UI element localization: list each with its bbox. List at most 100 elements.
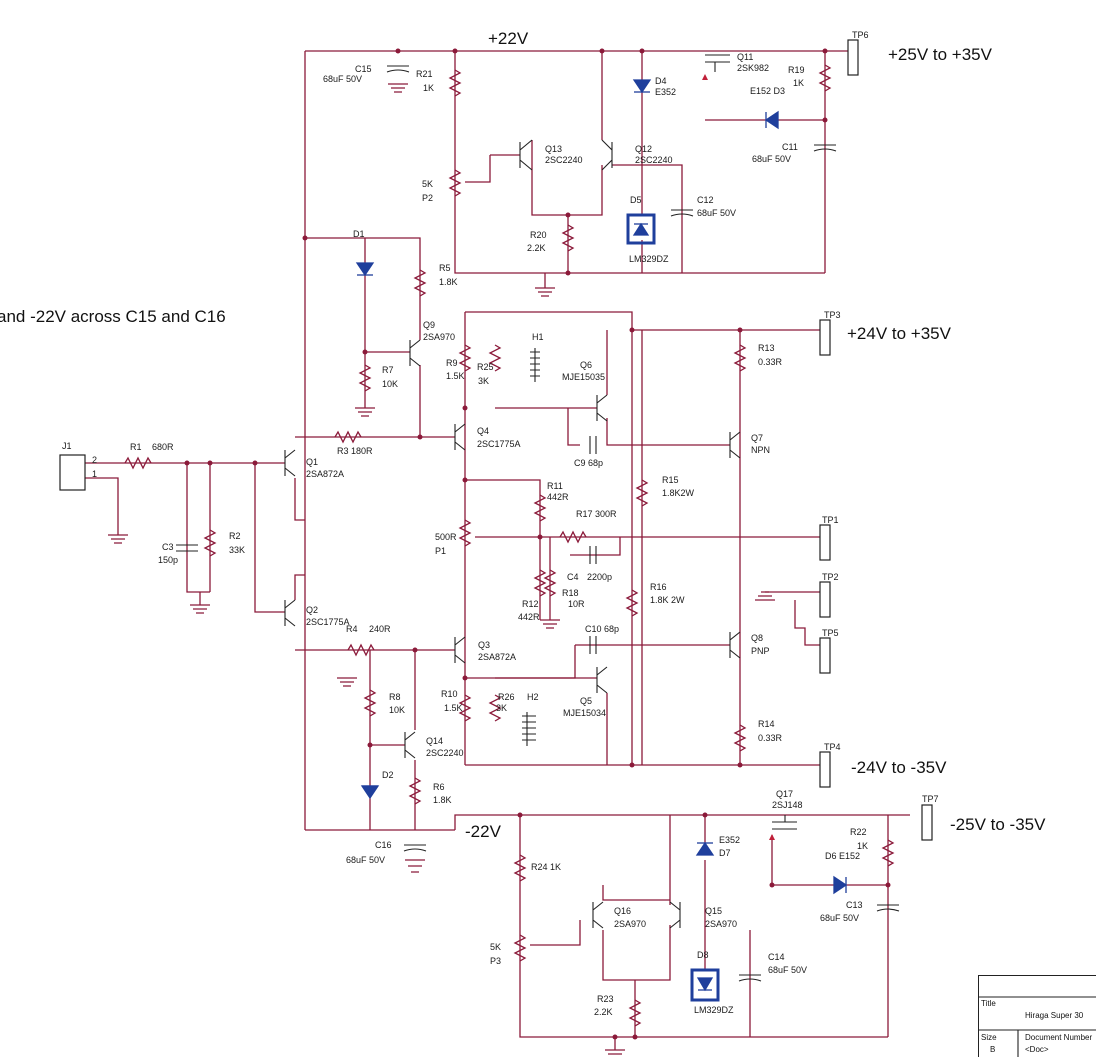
rail-labels: +22V -22V +25V to +35V +24V to +35V -24V… bbox=[0, 29, 1046, 841]
label-r22-value: 1K bbox=[857, 841, 868, 851]
label-d2: D2 bbox=[382, 770, 394, 780]
label-r21: R21 bbox=[416, 69, 433, 79]
part-labels: C15 68uF 50V R21 1K D4 E352 Q11 2SK982 R… bbox=[130, 52, 868, 1017]
r11-symbol bbox=[533, 494, 547, 522]
label-r13: R13 bbox=[758, 343, 775, 353]
resistors bbox=[124, 64, 895, 1027]
label-r5: R5 bbox=[439, 263, 451, 273]
q14-symbol bbox=[404, 731, 416, 759]
tp7-label: TP7 bbox=[922, 794, 939, 804]
d8-symbol bbox=[690, 968, 720, 1002]
label-q1: Q1 bbox=[306, 457, 318, 467]
q6-symbol bbox=[596, 394, 608, 422]
label-r18-value: 10R bbox=[568, 599, 585, 609]
label-c16-value: 68uF 50V bbox=[346, 855, 385, 865]
tp3-label: TP3 bbox=[824, 310, 841, 320]
title-value: Hiraga Super 30 bbox=[1025, 1011, 1084, 1020]
testpoint-labels: TP6 TP3 TP1 TP2 TP5 TP4 TP7 J1 2 1 bbox=[62, 30, 939, 804]
label-r2: R2 bbox=[229, 531, 241, 541]
r12-symbol bbox=[533, 569, 547, 597]
q1-symbol bbox=[284, 449, 296, 477]
label-r2-value: 33K bbox=[229, 545, 245, 555]
capacitors bbox=[176, 65, 900, 982]
q7-symbol bbox=[729, 431, 741, 459]
label-q5-value: MJE15034 bbox=[563, 708, 606, 718]
tp4-range: -24V to -35V bbox=[851, 758, 947, 777]
label-r7: R7 bbox=[382, 365, 394, 375]
q8-symbol bbox=[729, 631, 741, 659]
label-q4-value: 2SC1775A bbox=[477, 439, 521, 449]
label-r11: R11 bbox=[547, 481, 563, 491]
label-q3: Q3 bbox=[478, 640, 490, 650]
label-c15-value: 68uF 50V bbox=[323, 74, 362, 84]
label-q13-value: 2SC2240 bbox=[545, 155, 583, 165]
label-r9-value: 1.5K bbox=[446, 371, 465, 381]
r2-symbol bbox=[203, 529, 217, 557]
label-r14: R14 bbox=[758, 719, 775, 729]
c15-symbol bbox=[386, 65, 410, 73]
tp5-box bbox=[819, 637, 831, 674]
c10-symbol bbox=[589, 636, 597, 654]
label-r10: R10 bbox=[441, 689, 458, 699]
connector-j1 bbox=[59, 454, 86, 491]
label-c3: C3 bbox=[162, 542, 174, 552]
c3-symbol bbox=[176, 544, 198, 552]
label-r15: R15 bbox=[662, 475, 679, 485]
label-r4: R4 bbox=[346, 624, 358, 634]
wires bbox=[85, 50, 910, 1050]
label-q13: Q13 bbox=[545, 144, 562, 154]
q16-symbol bbox=[592, 901, 604, 929]
label-c10: C10 68p bbox=[585, 624, 619, 634]
r25-symbol bbox=[488, 344, 502, 372]
label-r23-value: 2.2K bbox=[594, 1007, 613, 1017]
label-q14: Q14 bbox=[426, 736, 443, 746]
q11-symbol bbox=[705, 54, 730, 72]
label-c15: C15 bbox=[355, 64, 372, 74]
r7-symbol bbox=[358, 364, 372, 392]
label-r21-value: 1K bbox=[423, 83, 434, 93]
label-q7-value: NPN bbox=[751, 445, 770, 455]
tp2-box bbox=[819, 581, 831, 618]
label-q8-value: PNP bbox=[751, 646, 770, 656]
d6-symbol bbox=[833, 875, 848, 895]
r13-symbol bbox=[733, 344, 747, 372]
label-c14-value: 68uF 50V bbox=[768, 965, 807, 975]
label-d4-value: E352 bbox=[655, 87, 676, 97]
tp1-label: TP1 bbox=[822, 515, 839, 525]
diodes bbox=[355, 74, 848, 1002]
d4-symbol bbox=[632, 79, 652, 94]
label-q14-value: 2SC2240 bbox=[426, 748, 464, 758]
r5-symbol bbox=[413, 269, 427, 297]
supply-note: and -22V across C15 and C16 bbox=[0, 307, 226, 326]
label-q8: Q8 bbox=[751, 633, 763, 643]
label-c13: C13 bbox=[846, 900, 863, 910]
label-r19: R19 bbox=[788, 65, 805, 75]
rail-pos22: +22V bbox=[488, 29, 529, 48]
label-q9-value: 2SA970 bbox=[423, 332, 455, 342]
c12-symbol bbox=[670, 209, 694, 217]
q12-symbol bbox=[601, 139, 613, 171]
label-r12: R12 bbox=[522, 599, 539, 609]
label-r7-value: 10K bbox=[382, 379, 398, 389]
label-c11-value: 68uF 50V bbox=[752, 154, 791, 164]
d1-symbol bbox=[355, 262, 375, 277]
label-q5: Q5 bbox=[580, 696, 592, 706]
tp7-range: -25V to -35V bbox=[950, 815, 1046, 834]
label-q2: Q2 bbox=[306, 605, 318, 615]
label-r13-value: 0.33R bbox=[758, 357, 783, 367]
label-q6: Q6 bbox=[580, 360, 592, 370]
p1-symbol bbox=[458, 519, 472, 547]
label-r11-value: 442R bbox=[547, 492, 569, 502]
d7-symbol bbox=[695, 841, 715, 856]
label-r14-value: 0.33R bbox=[758, 733, 783, 743]
c14-symbol bbox=[738, 974, 762, 982]
label-d7-part: E352 bbox=[719, 835, 740, 845]
tp6-label: TP6 bbox=[852, 30, 869, 40]
c9-symbol bbox=[589, 436, 597, 454]
label-r16: R16 bbox=[650, 582, 667, 592]
label-d5-value: LM329DZ bbox=[629, 254, 669, 264]
label-q6-value: MJE15035 bbox=[562, 372, 605, 382]
tp6-range: +25V to +35V bbox=[888, 45, 993, 64]
q2-symbol bbox=[284, 599, 296, 627]
size-label: Size bbox=[981, 1033, 997, 1042]
